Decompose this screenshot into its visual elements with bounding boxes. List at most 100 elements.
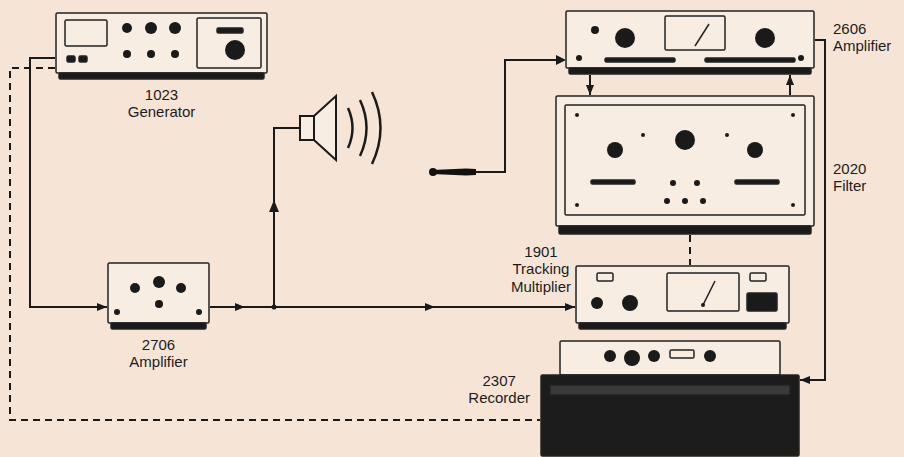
device-detail [747,293,777,311]
device-detail [122,23,132,33]
device-picture [565,10,815,75]
device-detail [155,300,163,308]
device-detail [130,283,140,293]
device-picture [575,265,790,330]
device-detail [607,142,623,158]
device-detail [197,18,261,68]
signal-arrow [269,200,279,212]
device-detail [675,130,695,150]
device-detail [575,113,579,117]
device-detail [604,350,616,362]
device-detail [791,113,795,117]
signal-arrow [556,55,566,65]
device-detail [605,58,675,62]
device-detail [665,16,725,50]
device-detail [550,385,790,395]
device-detail [145,22,157,34]
speaker-cone [314,96,336,160]
device-detail [670,180,676,186]
signal-line [30,58,107,307]
device-picture [55,12,268,80]
speaker-magnet [300,116,314,140]
device-detail [176,283,186,293]
device-detail [597,273,613,281]
device-detail [566,11,814,68]
instrument-name: 2706 Amplifier [129,336,187,371]
device-detail [755,28,775,48]
instrument-name: 1023 Generator [128,86,196,121]
device-detail [591,180,635,184]
instrument-label: 2307 Recorder [468,372,530,407]
instrument-label: 1901 Tracking Multiplier [511,243,571,295]
device-detail [108,263,209,323]
microphone-body [432,169,476,176]
sound-wave [348,108,353,148]
level-recorder: 2307 Recorder [540,340,800,457]
device-detail [114,309,120,315]
device-picture [107,262,210,330]
device-detail [153,276,165,288]
filter-unit: 2020 Filter [555,95,815,235]
device-detail [700,198,706,204]
signal-line [210,306,575,308]
device-detail [703,281,715,305]
instrument-label: 2606 Amplifier [833,20,891,55]
device-detail [579,323,786,329]
tracking-multiplier: 1901 Tracking Multiplier [575,265,790,330]
instrument-label: 1023 Generator [128,86,196,121]
device-detail [123,50,131,58]
device-detail [576,266,789,323]
device-detail [591,297,603,309]
device-detail [747,142,763,158]
device-detail [682,198,688,204]
measuring-amplifier: 2606 Amplifier [565,10,815,75]
device-detail [667,273,739,311]
power-amplifier: 2706 Amplifier [107,262,210,330]
device-detail [65,20,107,46]
device-detail [591,26,599,34]
device-detail [169,22,181,34]
instrument-label: 2020 Filter [833,160,866,195]
device-detail [171,50,179,58]
device-detail [664,198,670,204]
device-detail [147,50,155,58]
device-picture [555,95,815,235]
instrument-name: 2307 Recorder [468,372,530,407]
device-detail [225,40,245,60]
device-detail [648,350,660,362]
device-picture [540,340,800,457]
signal-generator: 1023 Generator [55,12,268,80]
device-detail [670,350,694,358]
device-detail [559,226,811,234]
device-detail [67,56,75,62]
device-detail [565,105,805,215]
device-detail [791,203,795,207]
device-detail [196,309,202,315]
control-link [10,68,540,420]
device-detail [575,203,579,207]
device-detail [541,375,799,456]
device-detail [701,303,705,307]
device-detail [641,133,645,137]
instrument-name: 2020 Filter [833,160,866,195]
device-detail [217,28,243,33]
device-detail [615,28,635,48]
speaker-wire [274,128,300,307]
device-detail [750,273,766,281]
device-detail [79,56,87,62]
device-detail [735,180,779,184]
device-detail [705,58,795,62]
device-detail [725,133,729,137]
signal-line [789,75,791,95]
microphone-wire [476,60,558,172]
microphone-head [429,168,437,176]
instrument-name: 2606 Amplifier [833,20,891,55]
device-detail [59,73,264,79]
device-detail [622,295,638,311]
device-detail [624,350,640,366]
device-detail [798,55,804,61]
device-detail [704,350,716,362]
device-detail [111,323,206,329]
device-detail [56,13,267,73]
